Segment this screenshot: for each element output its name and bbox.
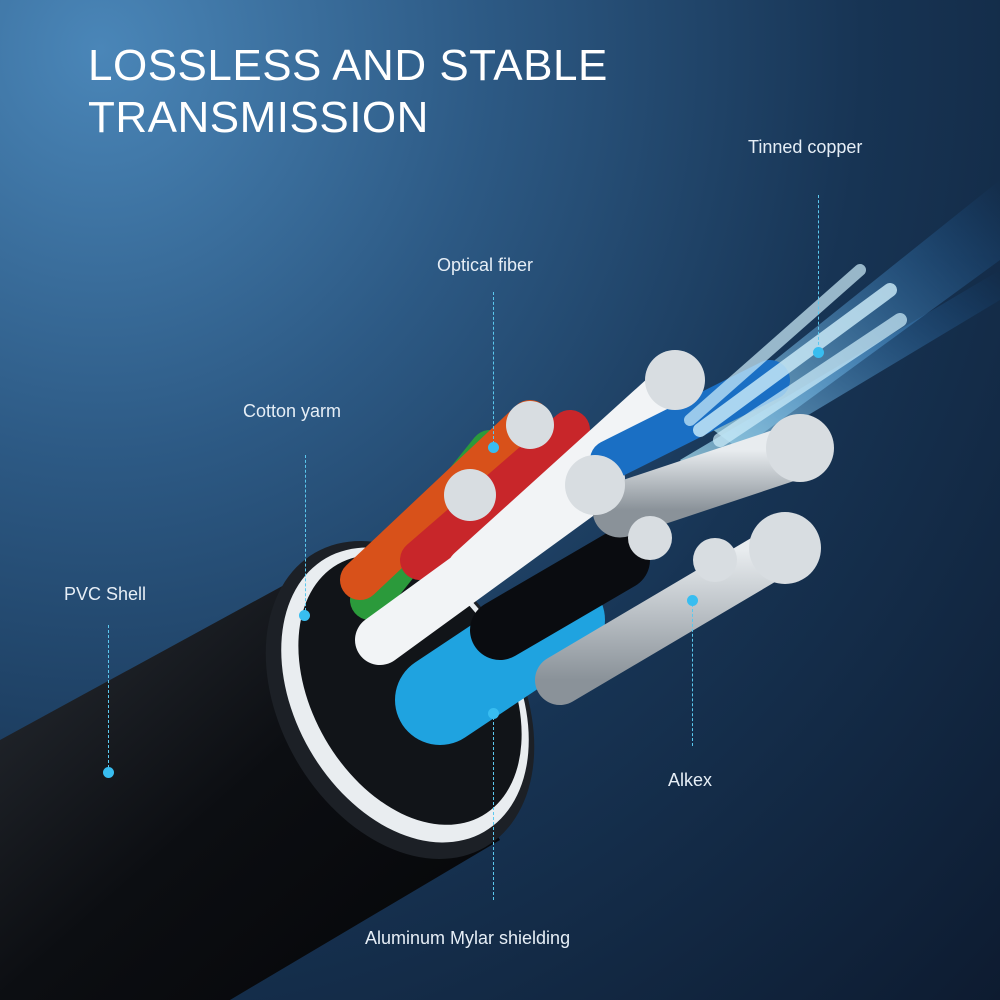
callout-dot: [813, 347, 824, 358]
label-cotton-yarn: Cotton yarm: [243, 401, 342, 421]
callout-line: [305, 455, 306, 611]
callout-dot: [488, 708, 499, 719]
page-title: LOSSLESS AND STABLE TRANSMISSION: [88, 40, 608, 144]
callout-dot: [103, 767, 114, 778]
label-alkex: Alkex: [668, 770, 713, 790]
callout-line: [818, 195, 819, 350]
callout-dot: [687, 595, 698, 606]
title-line-1: LOSSLESS AND STABLE: [88, 41, 608, 90]
callout-dot: [299, 610, 310, 621]
callout-line: [692, 604, 693, 746]
label-optical-fiber: Optical fiber: [437, 255, 534, 275]
title-line-2: TRANSMISSION: [88, 93, 429, 142]
label-pvc-shell: PVC Shell: [64, 584, 147, 604]
callout-line: [108, 625, 109, 768]
label-aluminum-mylar: Aluminum Mylar shielding: [365, 928, 571, 948]
callout-line: [493, 292, 494, 444]
callout-line: [493, 717, 494, 900]
label-tinned-copper: Tinned copper: [748, 137, 863, 157]
inner-conductors: [340, 264, 907, 745]
callout-dot: [488, 442, 499, 453]
